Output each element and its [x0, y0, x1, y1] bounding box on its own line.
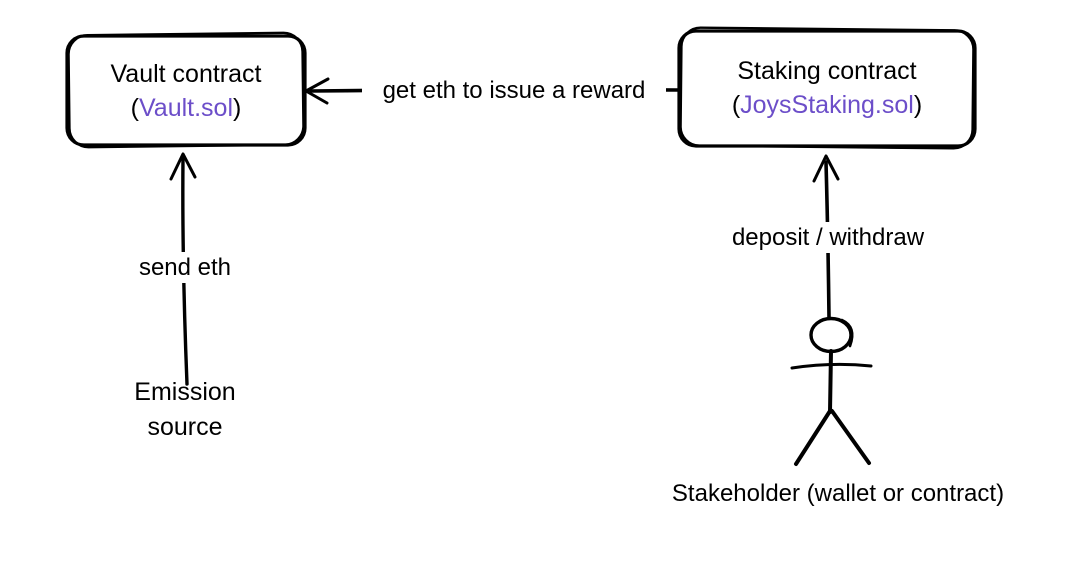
staking-filename-text: JoysStaking.sol — [740, 91, 914, 119]
arrowhead-up-icon — [169, 152, 197, 181]
staking-node-title: Staking contract — [737, 57, 917, 85]
stick-figure-icon — [790, 316, 873, 466]
send-eth-edge-label: send eth — [118, 252, 252, 284]
deposit-withdraw-edge-label: deposit / withdraw — [710, 222, 946, 254]
staking-node: Staking contract (JoysStaking.sol) — [678, 30, 976, 146]
vault-node-filename: (Vault.sol) — [131, 91, 242, 125]
staking-node-filename: (JoysStaking.sol) — [732, 88, 922, 122]
close-paren: ) — [913, 91, 923, 119]
emission-source-label: Emission source — [134, 378, 236, 441]
close-paren: ) — [233, 94, 242, 122]
open-paren: ( — [731, 91, 741, 119]
stakeholder-label: Stakeholder (wallet or contract) — [671, 480, 1005, 507]
arrowhead-left-icon — [304, 77, 330, 105]
staking-box-shape — [677, 26, 977, 150]
open-paren: ( — [130, 94, 139, 122]
vault-node-title: Vault contract — [110, 60, 262, 88]
reward-edge-label: get eth to issue a reward — [362, 75, 666, 107]
vault-node: Vault contract (Vault.sol) — [66, 36, 306, 146]
arrowhead-up-icon — [812, 154, 840, 183]
vault-filename-text: Vault.sol — [138, 94, 234, 122]
